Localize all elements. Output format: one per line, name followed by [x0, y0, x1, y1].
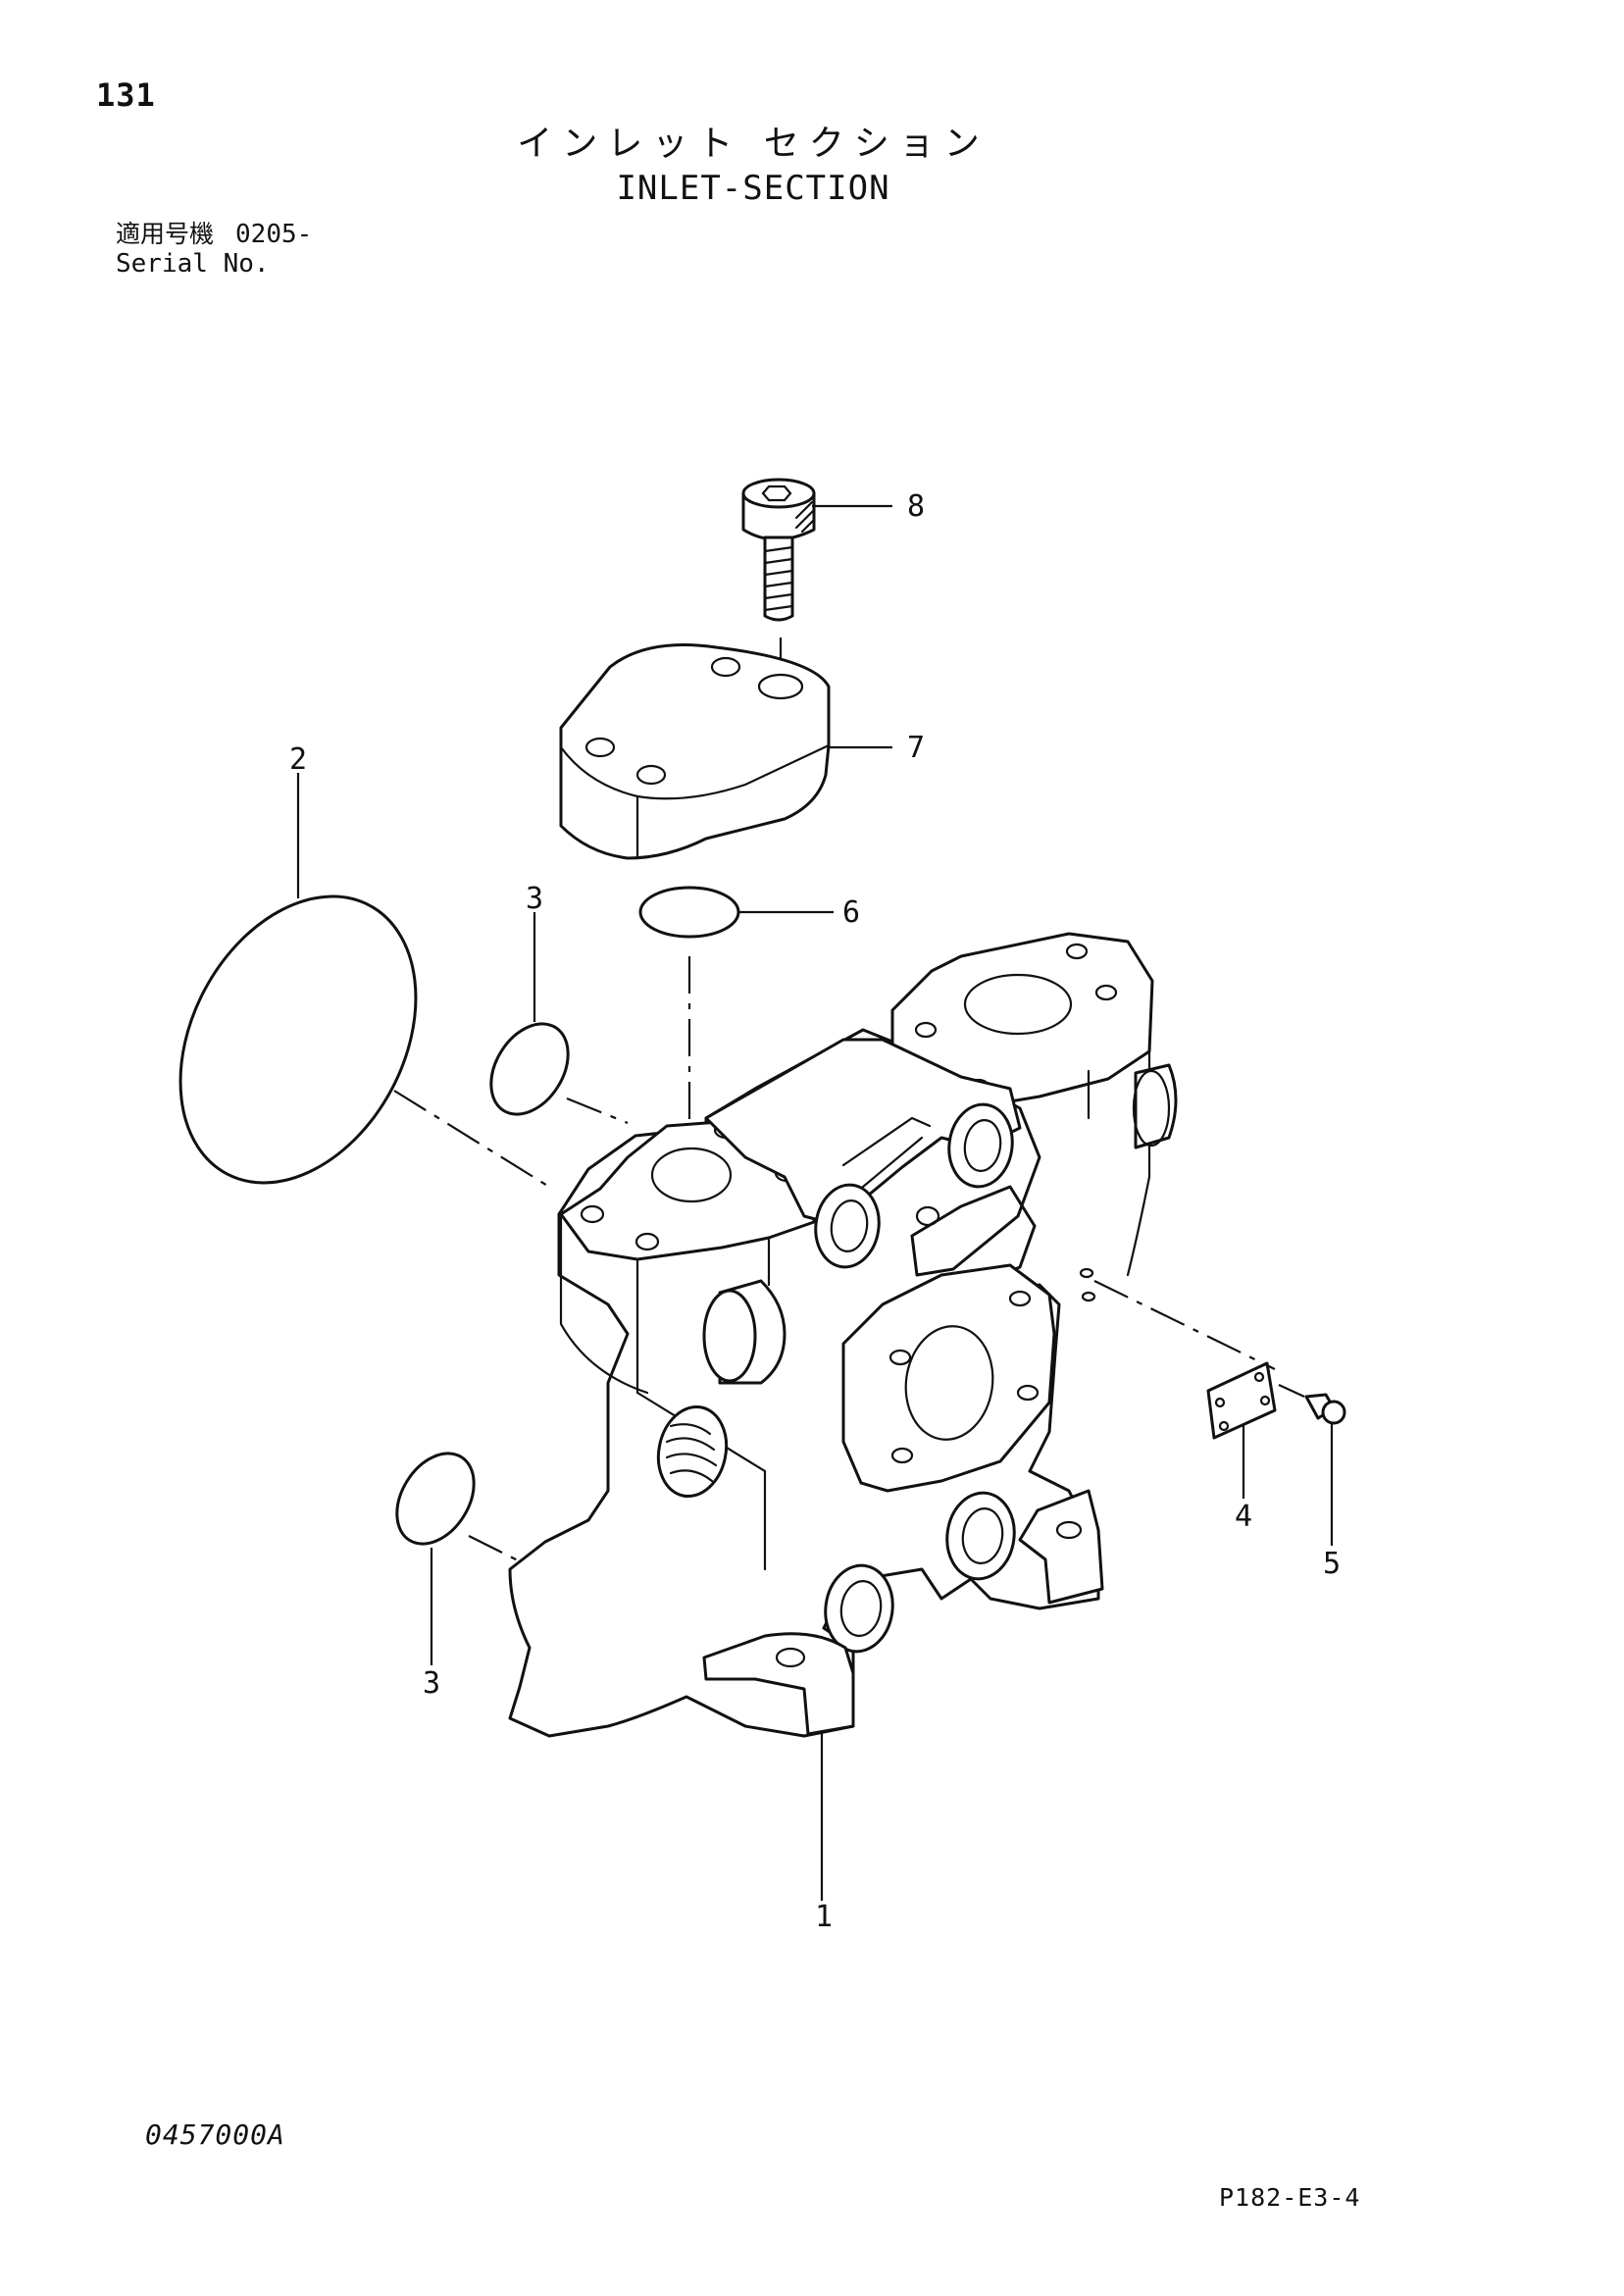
part-1-inlet-section-body: [508, 932, 1178, 1901]
part-3-lower-o-ring: [395, 1452, 521, 1665]
part-7-flange-cover: [559, 643, 892, 860]
callout-7: 7: [907, 731, 925, 765]
callout-3-upper: 3: [526, 882, 543, 916]
part-5-drive-screw: [1278, 1384, 1346, 1546]
callout-3-lower: 3: [423, 1666, 440, 1701]
part-6-o-ring: [638, 886, 834, 1157]
serial-range: 0205-: [235, 220, 313, 249]
page-number: 131: [96, 77, 156, 114]
sheet-reference: P182-E3-4: [1219, 2183, 1361, 2212]
title-japanese: インレット セクション: [517, 124, 990, 164]
callout-1: 1: [815, 1900, 833, 1934]
callout-8: 8: [907, 489, 925, 524]
title-english: INLET-SECTION: [616, 169, 890, 208]
drawing-code: 0457000A: [145, 2118, 285, 2151]
part-4-nameplate: [1093, 1280, 1277, 1499]
part-8-bolt: [741, 478, 892, 698]
serial-label-japanese: 適用号機: [116, 220, 215, 248]
callout-6: 6: [842, 895, 860, 930]
serial-label-english: Serial No.: [116, 249, 270, 279]
serial-block: 適用号機 0205- Serial No.: [116, 220, 312, 279]
title-block: インレット セクション INLET-SECTION: [0, 123, 1506, 211]
part-2-large-o-ring: [178, 773, 550, 1188]
callout-4: 4: [1235, 1500, 1252, 1534]
callout-2: 2: [289, 742, 307, 777]
part-3-upper-o-ring: [489, 912, 629, 1125]
callout-5: 5: [1323, 1547, 1341, 1581]
